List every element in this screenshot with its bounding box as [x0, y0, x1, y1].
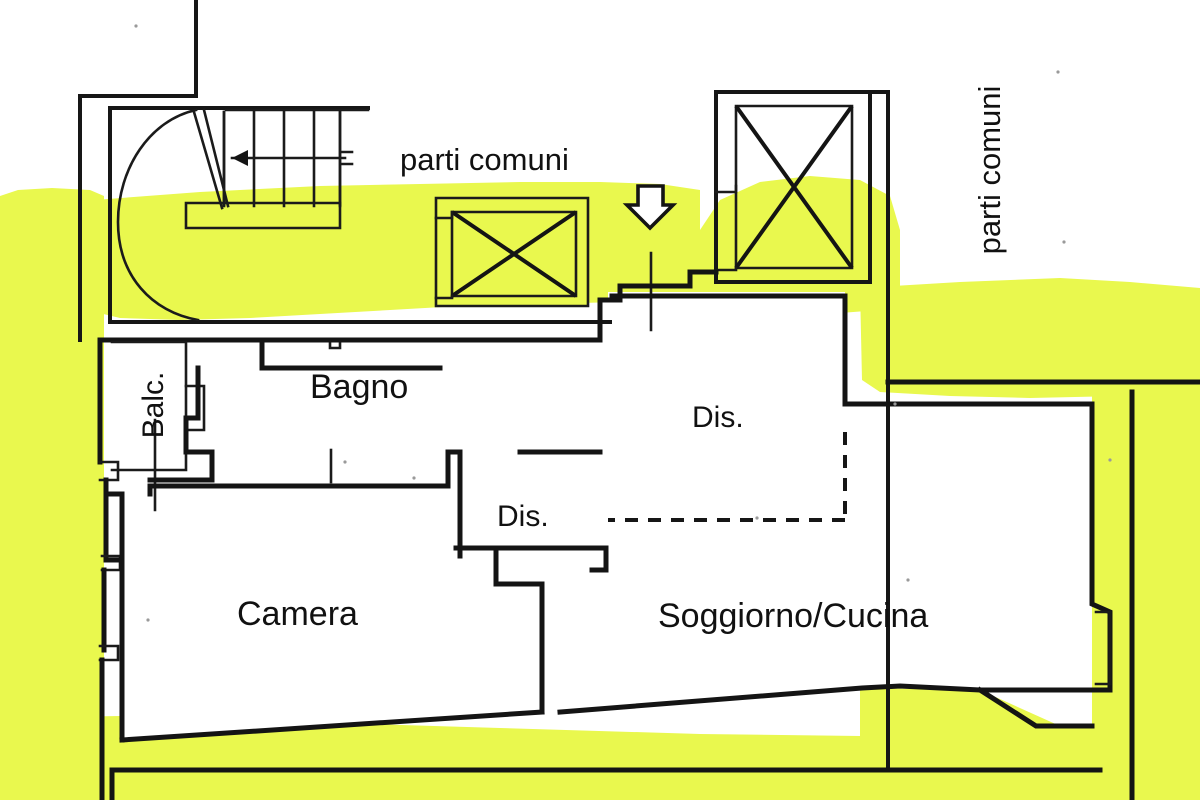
elevator-shaft-left — [434, 196, 590, 308]
wall-top-notch — [328, 338, 342, 350]
wall-soggiorno-bottom-slope — [557, 683, 1113, 715]
room-label-balcone: Balc. — [137, 372, 170, 439]
room-label-camera: Camera — [237, 595, 358, 633]
wall-camera-left-step2 — [105, 491, 125, 563]
highlight-right-band — [1092, 392, 1200, 800]
stair-arc-icon — [116, 108, 200, 322]
stair-landing-diagonal-a — [192, 110, 224, 210]
shaft-right-door-notch-top — [714, 184, 738, 194]
wall-soggiorno-window-right — [1094, 610, 1112, 686]
elevator-shaft-right — [714, 90, 890, 772]
wall-soggiorno-bottom-slope-2 — [976, 686, 1095, 729]
upper-structure — [78, 0, 612, 342]
entrance-arrow-group — [622, 184, 678, 332]
shaft-right-x-icon — [734, 104, 854, 270]
stair-lower-landing — [184, 201, 342, 230]
balcony-enclosure — [110, 340, 188, 472]
shaft-right-outer — [714, 90, 872, 284]
room-label-soggiorno-cucina: Soggiorno/Cucina — [658, 597, 928, 635]
stair-direction-arrowhead — [232, 150, 248, 166]
wall-left-window-c — [98, 644, 120, 662]
shaft-left-x-icon — [450, 210, 578, 298]
balcony-door-a — [184, 384, 206, 432]
apartment-walls — [97, 269, 1200, 800]
down-arrow-icon — [622, 184, 678, 231]
shaft-right-enclosure-wall — [868, 90, 890, 772]
wall-camera-left-step — [105, 557, 125, 743]
shaft-left-door-notch-bottom — [434, 294, 454, 300]
wall-top-left-block — [97, 337, 443, 371]
room-label-dis-left: Dis. — [497, 500, 549, 533]
wall-camera-bottom — [119, 709, 545, 743]
label-layer: parti comuni parti comuni Bagno Balc. Ca… — [137, 86, 1007, 635]
wall-bagno-bottom — [147, 449, 463, 489]
stairwell-enclosure — [108, 106, 612, 324]
parti-comuni-top-label: parti comuni — [400, 142, 569, 177]
shaft-right-door-notch-bottom — [714, 266, 738, 272]
shaft-left-outer — [434, 196, 590, 308]
room-label-bagno: Bagno — [310, 368, 408, 406]
outer-wall-top-left — [78, 0, 198, 342]
highlight-bottom-right-wedge — [860, 688, 1092, 800]
shaft-left-door-notch-top — [434, 210, 454, 220]
wall-dis-left-drop — [493, 549, 545, 715]
highlight-bottom-band — [0, 716, 1092, 800]
highlight-left-band — [0, 188, 104, 800]
highlight-upper-right-band — [860, 278, 1200, 398]
stair-direction-tail — [340, 150, 354, 166]
wall-bagno-left — [147, 365, 215, 483]
room-label-dis-right: Dis. — [692, 401, 744, 434]
wall-dis-left-lower — [453, 545, 609, 573]
parti-comuni-right-label: parti comuni — [972, 86, 1007, 255]
scan-artifacts — [134, 24, 1112, 622]
wall-upper-mid-step — [597, 269, 719, 343]
